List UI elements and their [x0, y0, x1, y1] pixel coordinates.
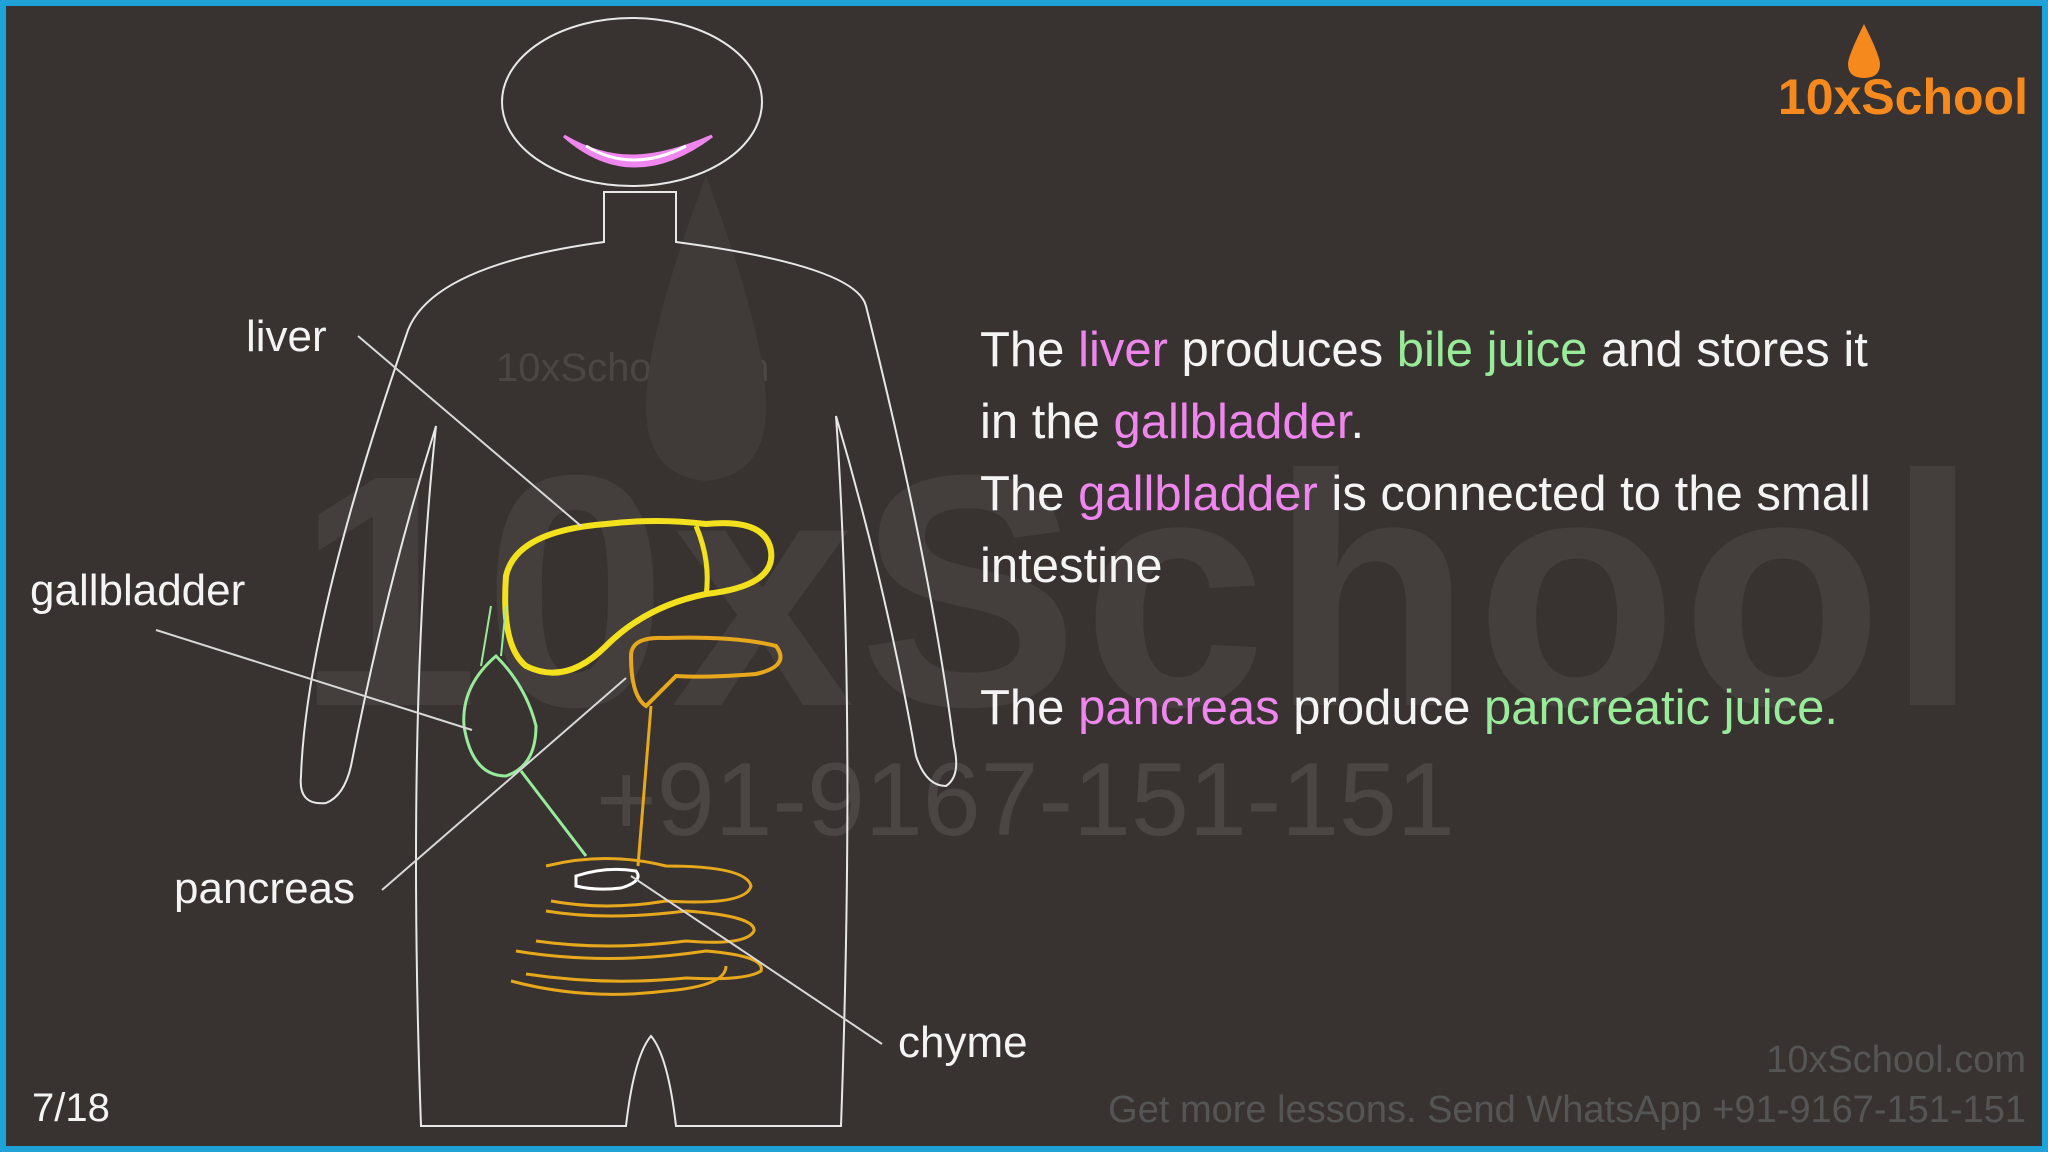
paragraph-liver-line1: The liver produces bile juice and stores… [980, 323, 1868, 377]
gallbladder-outline [462, 653, 538, 778]
chyme-label: chyme [898, 1018, 1028, 1067]
small-intestine-outline [510, 857, 763, 996]
paragraph-gallbladder-line1: The gallbladder is connected to the smal… [980, 467, 1871, 521]
body-outline [299, 191, 958, 1127]
pancreatic-juice-term: pancreatic juice. [1483, 681, 1839, 735]
pancreas-term: pancreas [1078, 681, 1280, 735]
bile-juice-term: bile juice [1396, 323, 1588, 377]
footer-call-to-action: Get more lessons. Send WhatsApp +91-9167… [1108, 1089, 2026, 1131]
footer-site-url: 10xSchool.com [1766, 1039, 2026, 1081]
liver-outline [502, 518, 775, 676]
stomach-outline [628, 635, 783, 709]
liver-leader-line [357, 335, 582, 527]
pancreas-outline [574, 867, 640, 891]
pancreas-label: pancreas [174, 864, 356, 913]
brand-logo: 10xSchool [1777, 69, 2028, 125]
liver-label: liver [246, 312, 327, 361]
watermark-drop-icon [646, 176, 766, 481]
paragraph-gallbladder-line2: intestine [980, 539, 1163, 593]
mouth-icon [563, 134, 713, 168]
watermark-logo-text: 10xSchool [296, 406, 1983, 775]
brand-drop-icon [1848, 24, 1880, 78]
paragraph-liver-line2: in the gallbladder. [980, 395, 1365, 449]
paragraph-pancreas: The pancreas produce pancreatic juice. [980, 681, 1839, 735]
liver-term: liver [1078, 323, 1168, 377]
digestive-system-diagram [155, 17, 1880, 1127]
pancreas-leader-line [381, 677, 627, 891]
gallbladder-term: gallbladder [1113, 395, 1351, 449]
watermark-phone: +91-9167-151-151 [596, 742, 1455, 858]
gallbladder-label: gallbladder [30, 566, 246, 615]
gallbladder-term: gallbladder [1078, 467, 1318, 521]
head-outline [501, 17, 763, 187]
page-number: 7/18 [32, 1086, 110, 1130]
gallbladder-leader-line [155, 629, 473, 731]
slide: 10xSchool 10xSchool.com +91-9167-151-151 [6, 6, 2042, 1146]
chyme-leader-line [630, 875, 883, 1045]
